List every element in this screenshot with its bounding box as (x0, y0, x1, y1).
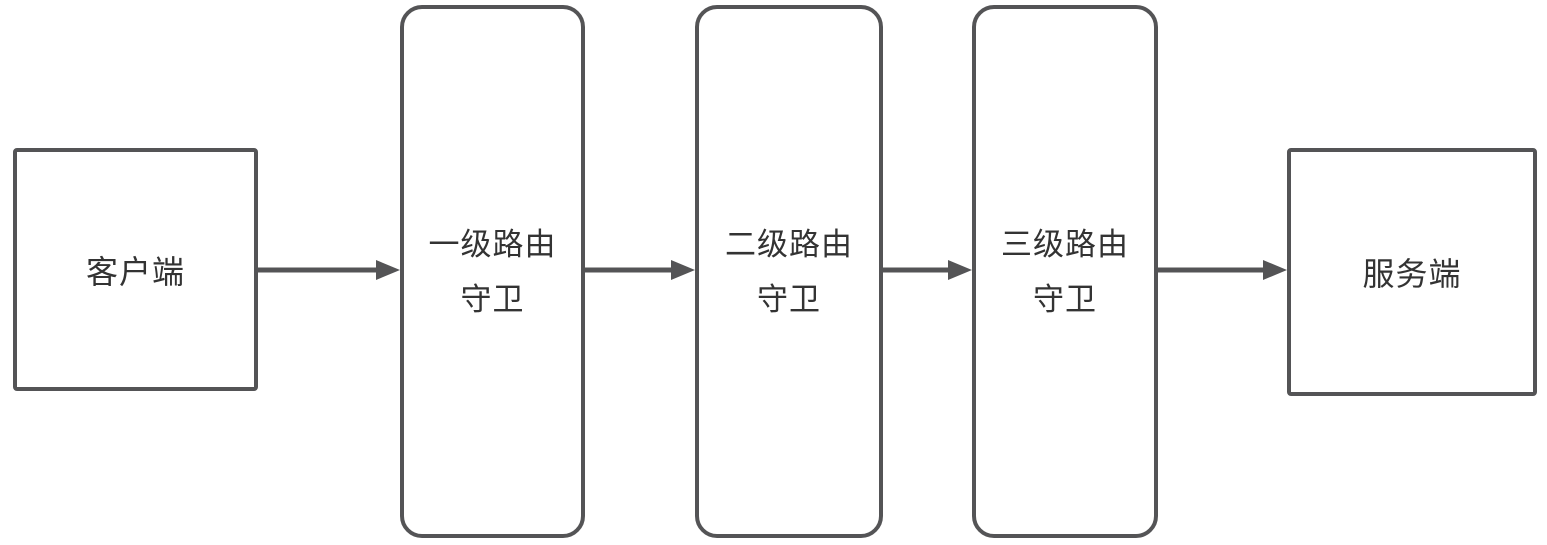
node-server: 服务端 (1287, 148, 1537, 396)
client-label: 客户端 (85, 253, 185, 290)
guard-2-label-line-1: 二级路由 (725, 226, 853, 262)
node-route-guard-3: 三级路由 守卫 (972, 5, 1158, 538)
arrow-guard-3-to-server (1158, 260, 1287, 280)
guard-1-label-line-1: 一级路由 (428, 226, 557, 262)
arrowhead-icon (1263, 260, 1287, 280)
guard-2-label-line-2: 守卫 (757, 281, 821, 317)
node-route-guard-2: 二级路由 守卫 (695, 5, 883, 538)
node-client: 客户端 (13, 148, 258, 391)
arrow-guard-1-to-guard-2 (585, 260, 695, 280)
arrow-client-to-guard-1 (258, 260, 400, 280)
arrow-guard-2-to-guard-3 (883, 260, 972, 280)
arrowhead-icon (376, 260, 400, 280)
node-route-guard-1: 一级路由 守卫 (400, 5, 585, 538)
guard-1-label-line-2: 守卫 (460, 281, 525, 317)
guard-3-label-line-2: 守卫 (1033, 281, 1097, 317)
guard-3-label-line-1: 三级路由 (1001, 226, 1129, 262)
server-label: 服务端 (1362, 256, 1462, 292)
arrowhead-icon (948, 260, 972, 280)
arrowhead-icon (671, 260, 695, 280)
